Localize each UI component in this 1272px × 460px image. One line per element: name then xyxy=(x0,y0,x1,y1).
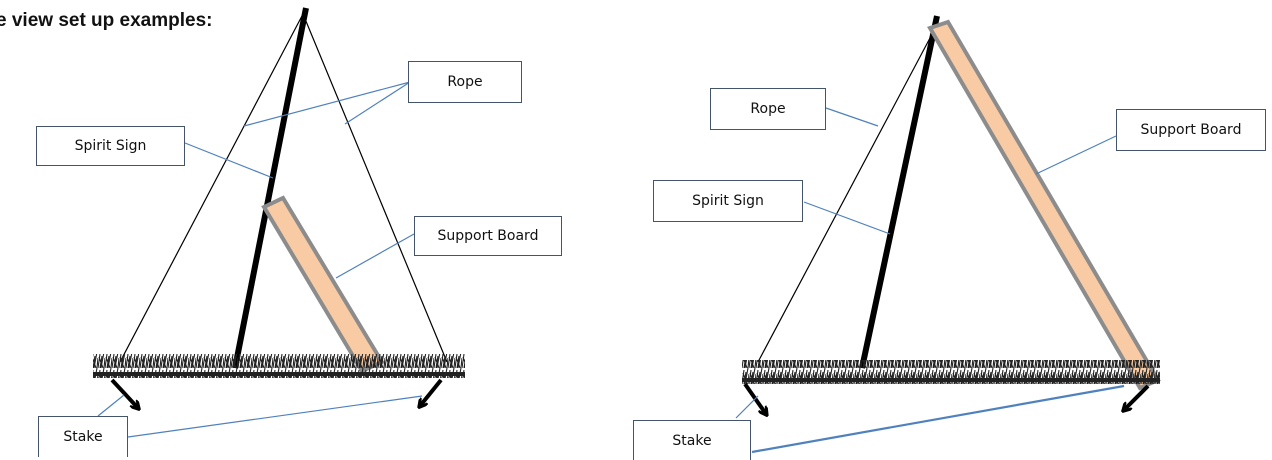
right-diagram xyxy=(735,15,1161,454)
right-rope xyxy=(757,37,931,363)
left-stake-left xyxy=(110,378,138,408)
left-spirit-sign-post xyxy=(232,7,309,369)
left-support-board-leader xyxy=(335,233,415,279)
left-rope-leader-1 xyxy=(243,81,411,127)
right-stake-right xyxy=(1124,384,1150,410)
left-label-support-board-text: Support Board xyxy=(437,228,539,244)
left-label-stake-text: Stake xyxy=(63,429,103,445)
right-label-support-board-text: Support Board xyxy=(1140,122,1242,138)
right-support-board xyxy=(927,19,1161,391)
right-spirit-sign-leader xyxy=(803,201,891,235)
right-label-spirit-sign-text: Spirit Sign xyxy=(692,193,764,209)
right-stake-leader-1 xyxy=(735,395,759,419)
right-label-stake: Stake xyxy=(633,420,751,460)
left-stake-right xyxy=(420,378,443,406)
right-label-rope-text: Rope xyxy=(750,101,786,117)
right-label-spirit-sign: Spirit Sign xyxy=(653,180,803,222)
right-support-board-leader xyxy=(1035,135,1117,175)
left-label-stake: Stake xyxy=(38,416,128,457)
left-label-spirit-sign-text: Spirit Sign xyxy=(74,138,147,154)
left-label-rope-text: Rope xyxy=(447,74,483,90)
left-spirit-sign-leader xyxy=(184,142,274,179)
left-rope-left xyxy=(119,13,304,363)
right-spirit-sign-post xyxy=(859,15,940,369)
right-rope-leader xyxy=(825,107,879,127)
left-support-board xyxy=(261,195,385,374)
right-label-rope: Rope xyxy=(710,88,826,130)
left-diagram xyxy=(93,7,465,438)
page-heading: e view set up examples: xyxy=(0,10,213,31)
left-label-rope: Rope xyxy=(408,61,522,103)
right-stake-leader-2 xyxy=(751,384,1125,454)
right-label-stake-text: Stake xyxy=(672,432,712,449)
left-stake-leader-2 xyxy=(127,395,423,438)
left-label-spirit-sign: Spirit Sign xyxy=(36,126,185,166)
right-label-support-board: Support Board xyxy=(1116,109,1266,151)
left-rope-right xyxy=(302,13,448,363)
left-stake-leader-1 xyxy=(97,394,125,417)
left-label-support-board: Support Board xyxy=(414,216,562,256)
left-rope-leader-2 xyxy=(344,81,411,125)
